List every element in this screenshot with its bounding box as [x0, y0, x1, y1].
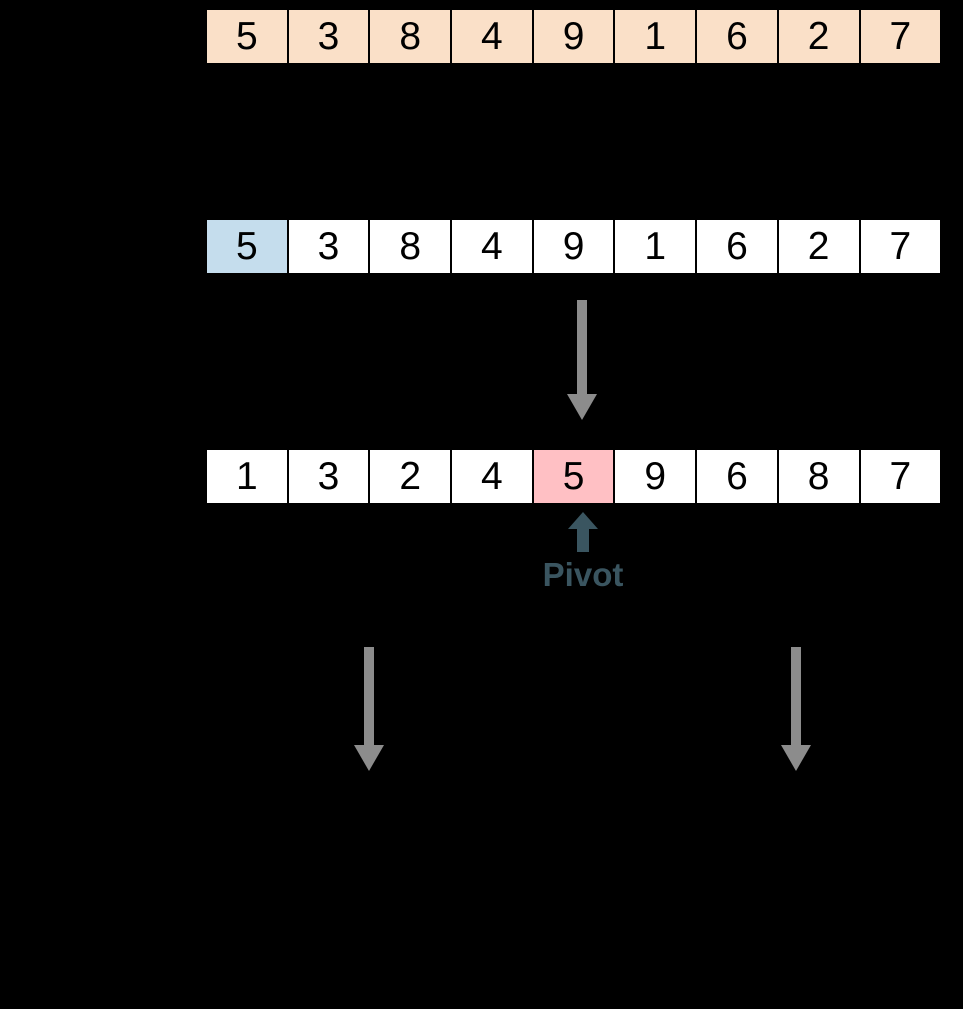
- array-cell: 7: [858, 8, 943, 65]
- array-cell: 6: [695, 218, 779, 275]
- array-cell: 8: [368, 8, 453, 65]
- array-row-original: 5 3 8 4 9 1 6 2 7: [205, 8, 943, 65]
- array-cell: 8: [368, 218, 453, 275]
- array-cell: 5: [205, 8, 289, 65]
- arrow-shaft: [577, 300, 587, 396]
- arrow-head: [354, 745, 384, 771]
- arrow-head: [781, 745, 811, 771]
- array-row-partitioned: 1 3 2 4 5 9 6 8 7: [205, 448, 943, 505]
- arrow-down-icon-left-subarray: [354, 647, 384, 771]
- array-cell: 8: [776, 448, 861, 505]
- array-cell: 7: [858, 448, 943, 505]
- array-row-pivot-selection: 5 3 8 4 9 1 6 2 7: [205, 218, 943, 275]
- array-cell: 6: [695, 448, 779, 505]
- array-cell-pivot: 5: [531, 448, 616, 505]
- arrow-up-icon-pivot: [568, 512, 598, 552]
- array-cell: 9: [613, 448, 698, 505]
- array-cell: 9: [531, 8, 616, 65]
- array-cell: 1: [205, 448, 289, 505]
- array-cell: 3: [286, 448, 371, 505]
- arrow-head: [567, 394, 597, 420]
- array-cell: 7: [858, 218, 943, 275]
- arrow-shaft: [791, 647, 801, 747]
- array-cell-pivot-candidate: 5: [205, 218, 289, 275]
- array-cell: 1: [613, 218, 698, 275]
- array-cell: 2: [368, 448, 453, 505]
- pivot-label: Pivot: [542, 556, 624, 593]
- array-cell: 4: [450, 8, 534, 65]
- arrow-shaft: [364, 647, 374, 747]
- array-cell: 2: [776, 218, 861, 275]
- arrow-down-icon-right-subarray: [781, 647, 811, 771]
- array-cell: 3: [286, 8, 371, 65]
- arrow-down-icon-partition-step: [567, 300, 597, 420]
- arrow-head: [568, 512, 598, 529]
- array-cell: 4: [450, 448, 534, 505]
- pivot-marker: Pivot: [537, 512, 629, 591]
- array-cell: 1: [613, 8, 698, 65]
- arrow-shaft: [577, 528, 589, 552]
- array-cell: 2: [776, 8, 861, 65]
- array-cell: 9: [531, 218, 616, 275]
- array-cell: 3: [286, 218, 371, 275]
- array-cell: 6: [695, 8, 779, 65]
- array-cell: 4: [450, 218, 534, 275]
